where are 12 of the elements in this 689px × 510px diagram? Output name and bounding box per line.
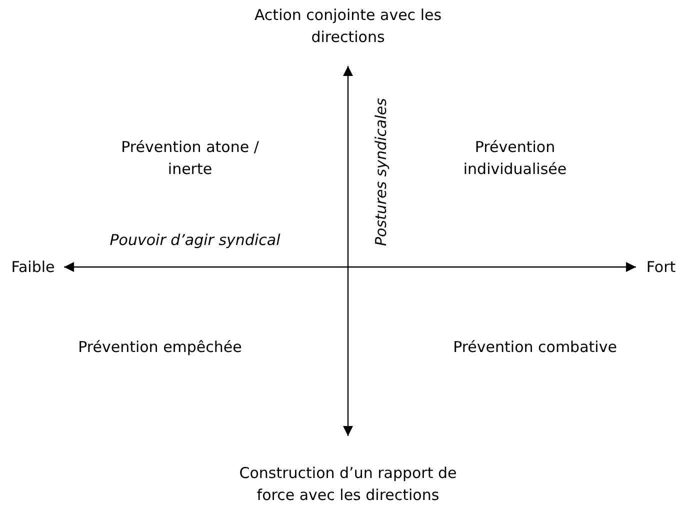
axis-end-label: Construction d’un rapport de force avec les directions <box>238 463 458 506</box>
axis-arrow <box>343 66 353 436</box>
axis-end-label: Faible <box>11 257 55 278</box>
axis-title: Postures syndicales <box>371 97 391 248</box>
quadrant-label: Prévention combative <box>452 337 618 358</box>
quadrant-label: Prévention atone / inerte <box>120 137 260 180</box>
axis-end-label: Action conjointe avec les directions <box>253 5 443 48</box>
axis-arrow <box>64 262 636 272</box>
quadrant-label: Prévention individualisée <box>462 137 568 180</box>
quadrant-label: Prévention empêchée <box>77 337 243 358</box>
axis-end-label: Fort <box>646 257 676 278</box>
axis-title: Pouvoir d’agir syndical <box>108 230 282 251</box>
